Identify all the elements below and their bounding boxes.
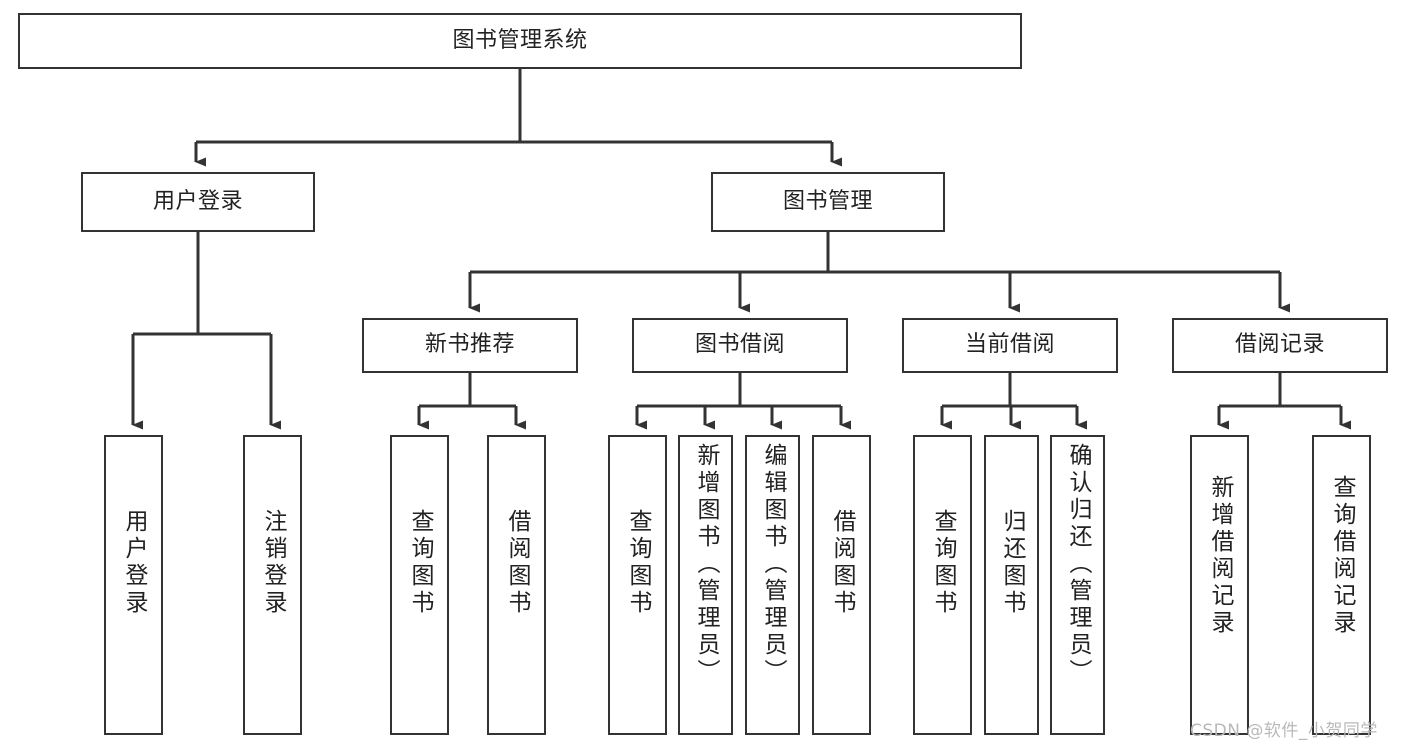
node-leaf-label: 查询图书: [930, 509, 956, 617]
node-new-book-recommend[interactable]: 新书推荐: [362, 318, 578, 373]
node-leaf-edit-book-admin[interactable]: 编辑图书（管理员）: [745, 435, 800, 735]
node-book-borrow[interactable]: 图书借阅: [632, 318, 848, 373]
node-leaf-label: 用户登录: [121, 509, 147, 617]
node-user-login[interactable]: 用户登录: [81, 172, 315, 232]
node-leaf-add-book-admin[interactable]: 新增图书（管理员）: [678, 435, 733, 735]
node-current-borrow-label: 当前借阅: [964, 332, 1055, 358]
node-leaf-label: 查询图书: [625, 509, 651, 617]
node-leaf-label: 编辑图书（管理员）: [760, 443, 786, 686]
node-root-system[interactable]: 图书管理系统: [18, 13, 1022, 69]
node-leaf-return-book[interactable]: 归还图书: [984, 435, 1039, 735]
node-leaf-label: 借阅图书: [504, 509, 530, 617]
node-leaf-query-borrow-record[interactable]: 查询借阅记录: [1312, 435, 1371, 735]
node-leaf-query-book-rec[interactable]: 查询图书: [390, 435, 449, 735]
node-leaf-label: 注销登录: [260, 509, 286, 617]
node-user-login-label: 用户登录: [152, 188, 243, 214]
node-leaf-borrow-book-rec[interactable]: 借阅图书: [487, 435, 546, 735]
node-leaf-label: 确认归还（管理员）: [1065, 443, 1091, 686]
node-leaf-logout[interactable]: 注销登录: [243, 435, 302, 735]
node-leaf-label: 新增图书（管理员）: [693, 443, 719, 686]
node-borrow-record[interactable]: 借阅记录: [1172, 318, 1388, 373]
node-leaf-user-login[interactable]: 用户登录: [104, 435, 163, 735]
node-book-management-label: 图书管理: [782, 188, 873, 214]
node-leaf-add-borrow-record[interactable]: 新增借阅记录: [1190, 435, 1249, 735]
node-leaf-label: 查询图书: [407, 509, 433, 617]
node-leaf-label: 归还图书: [999, 509, 1025, 617]
node-leaf-label: 新增借阅记录: [1207, 475, 1233, 637]
node-leaf-query-book-current[interactable]: 查询图书: [913, 435, 972, 735]
node-leaf-label: 借阅图书: [829, 509, 855, 617]
node-leaf-borrow-book[interactable]: 借阅图书: [812, 435, 871, 735]
node-root-label: 图书管理系统: [452, 27, 588, 53]
node-leaf-confirm-return-admin[interactable]: 确认归还（管理员）: [1050, 435, 1105, 735]
node-book-borrow-label: 图书借阅: [694, 332, 785, 358]
node-new-book-recommend-label: 新书推荐: [424, 332, 515, 358]
node-leaf-label: 查询借阅记录: [1329, 475, 1355, 637]
node-book-management[interactable]: 图书管理: [711, 172, 945, 232]
node-leaf-query-book-borrow[interactable]: 查询图书: [608, 435, 667, 735]
node-borrow-record-label: 借阅记录: [1234, 332, 1325, 358]
node-current-borrow[interactable]: 当前借阅: [902, 318, 1118, 373]
